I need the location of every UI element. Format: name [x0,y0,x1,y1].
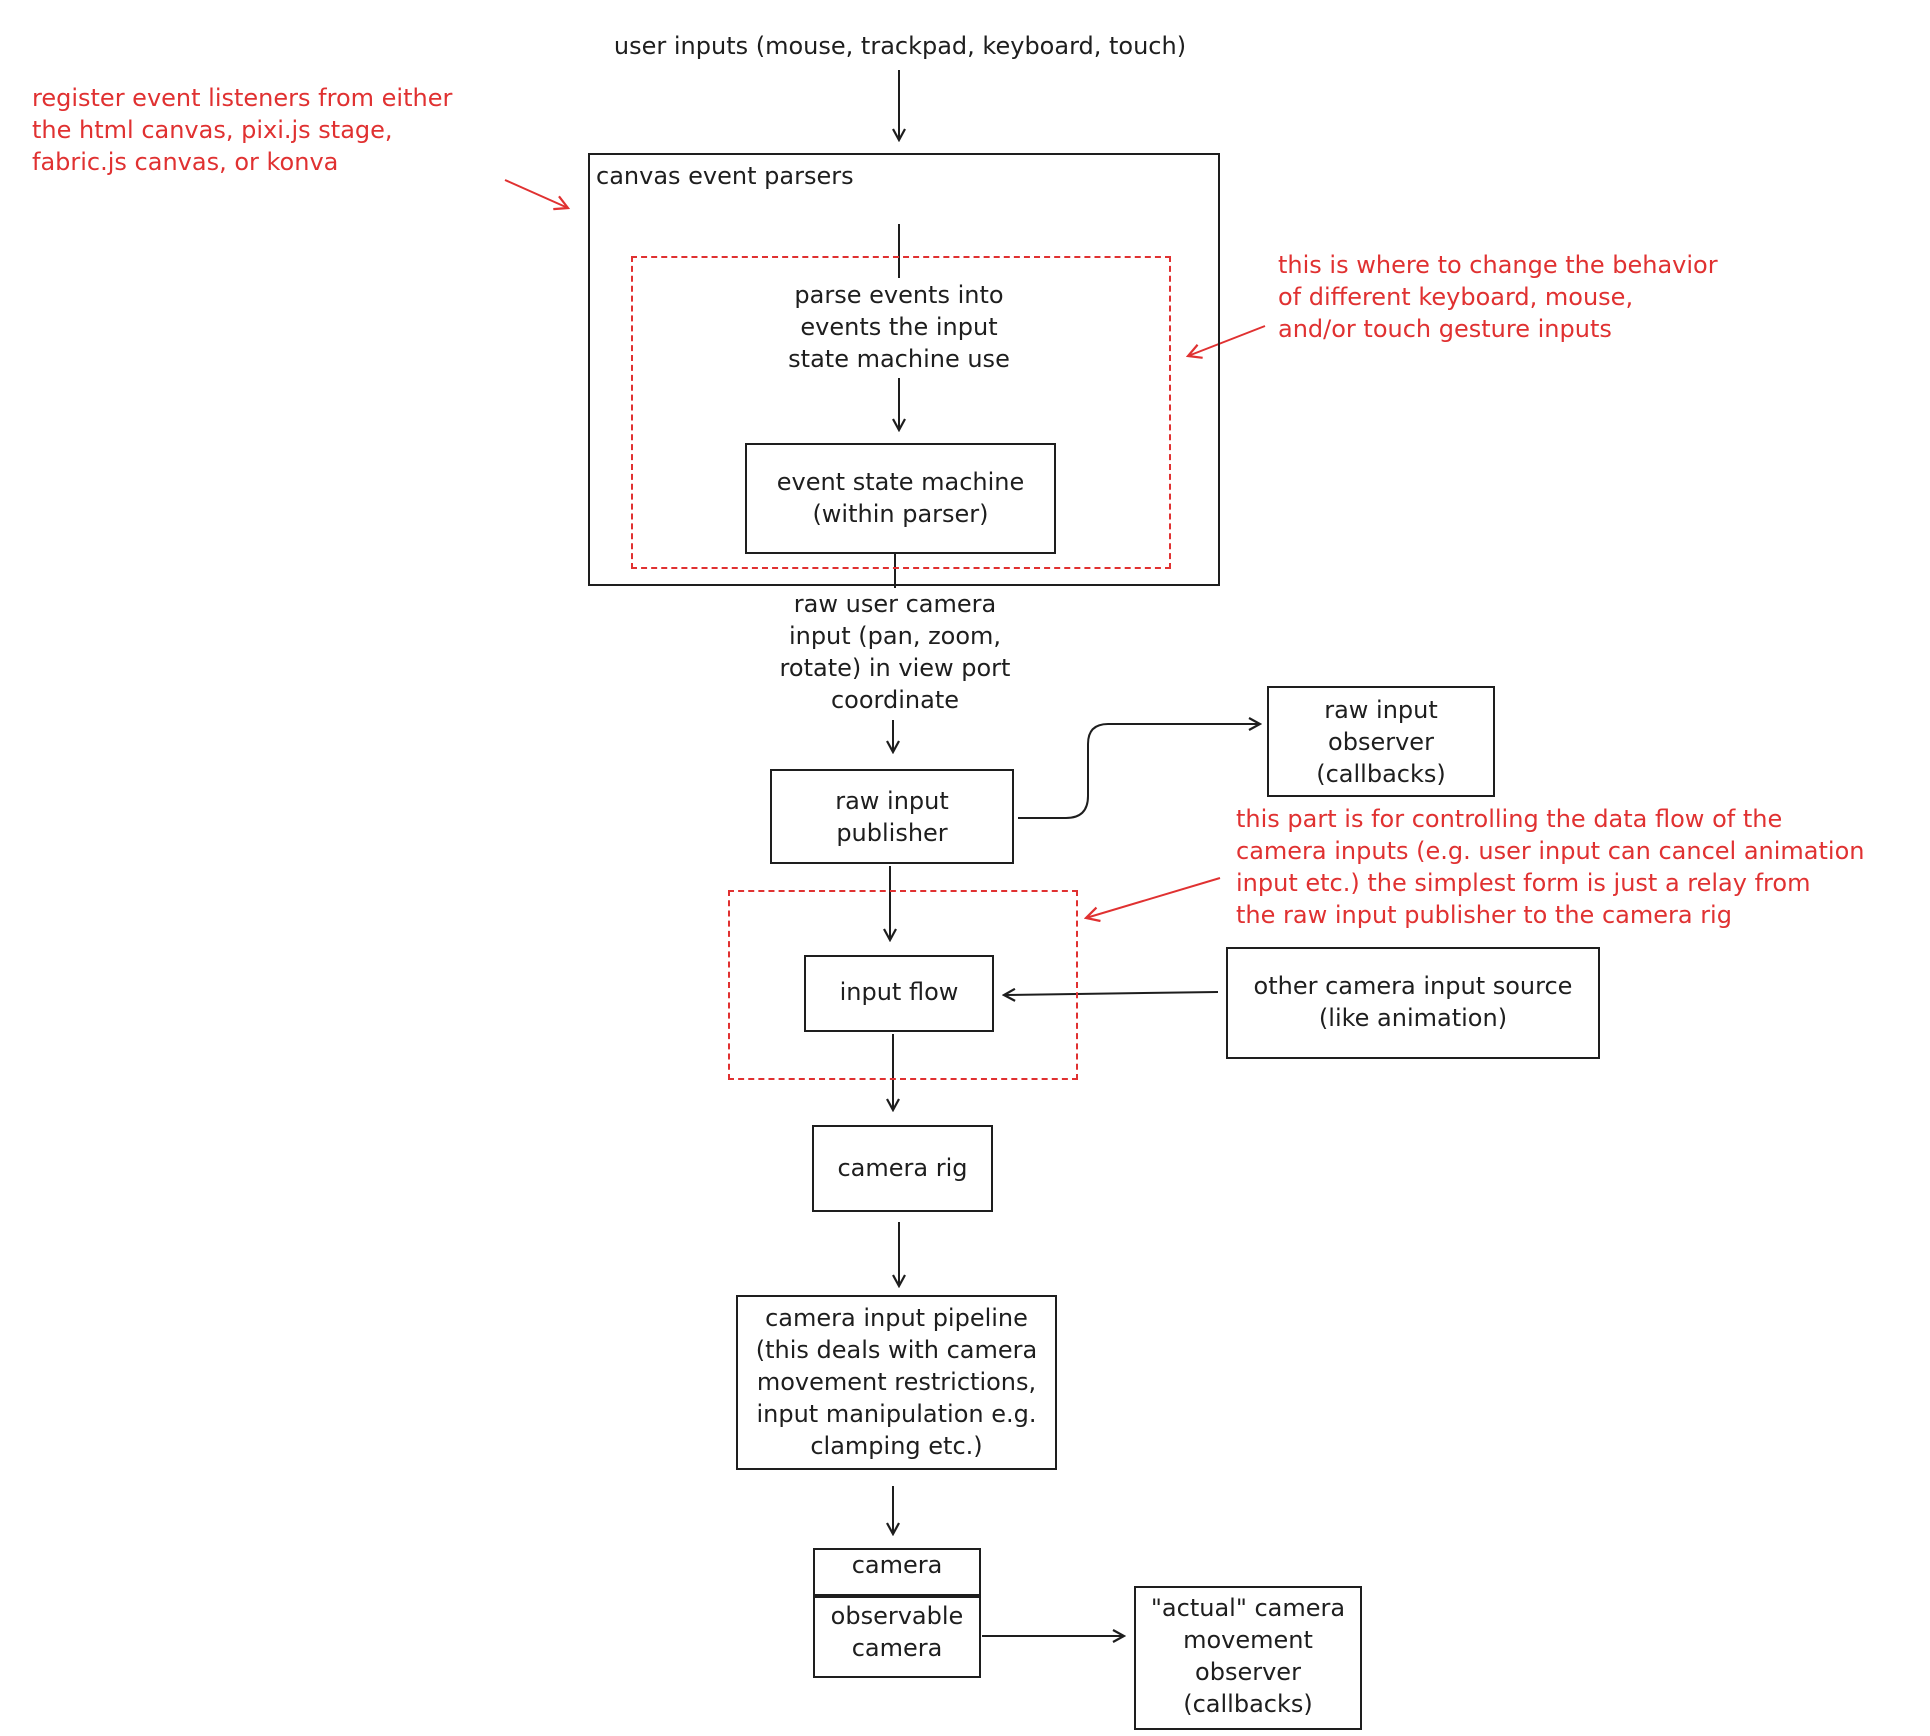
canvas-event-parsers-label: canvas event parsers [596,162,854,190]
input-flow-region [728,890,1078,1080]
camera-rig-box [812,1125,993,1212]
red-arrow-register-listeners [504,179,568,208]
event-state-machine-label: event state machine (within parser) [776,468,1025,528]
actual-movement-observer-label: "actual" camera movement observer (callb… [1150,1594,1346,1718]
user-inputs-label: user inputs (mouse, trackpad, keyboard, … [613,32,1187,60]
annotation-data-flow: this part is for controlling the data fl… [1236,805,1865,929]
red-arrow-change-behavior [1188,325,1266,356]
input-flow-box [804,955,994,1032]
arrow-other-source-to-input-flow [1004,992,1219,995]
parser-customization-region [631,256,1171,569]
arrow-publisher-to-observer [1018,724,1260,819]
input-flow-label: input flow [839,978,959,1006]
raw-input-observer-box [1267,686,1495,797]
camera-divider [813,1594,981,1598]
raw-input-publisher-box [770,769,1014,864]
other-camera-input-source-box [1226,947,1600,1059]
annotation-register-listeners: register event listeners from either the… [32,84,453,176]
raw-input-publisher-label: raw input publisher [835,787,949,847]
observable-camera-label: observable camera [830,1602,964,1662]
canvas-event-parsers-box [588,153,1220,586]
camera-input-pipeline-label: camera input pipeline (this deals with c… [755,1304,1038,1460]
raw-input-observer-label: raw input observer (callbacks) [1316,696,1446,788]
camera-box [813,1548,981,1678]
parse-events-label: parse events into events the input state… [788,281,1010,373]
camera-rig-label: camera rig [837,1154,968,1182]
raw-camera-input-label: raw user camera input (pan, zoom, rotate… [779,590,1011,714]
event-state-machine-box [745,443,1056,554]
camera-input-pipeline-box [736,1295,1057,1470]
annotation-change-behavior: this is where to change the behavior of … [1278,251,1718,343]
other-camera-input-source-label: other camera input source (like animatio… [1253,972,1573,1032]
actual-movement-observer-box [1134,1586,1362,1730]
red-arrow-data-flow [1086,877,1221,918]
camera-label: camera [851,1551,943,1579]
